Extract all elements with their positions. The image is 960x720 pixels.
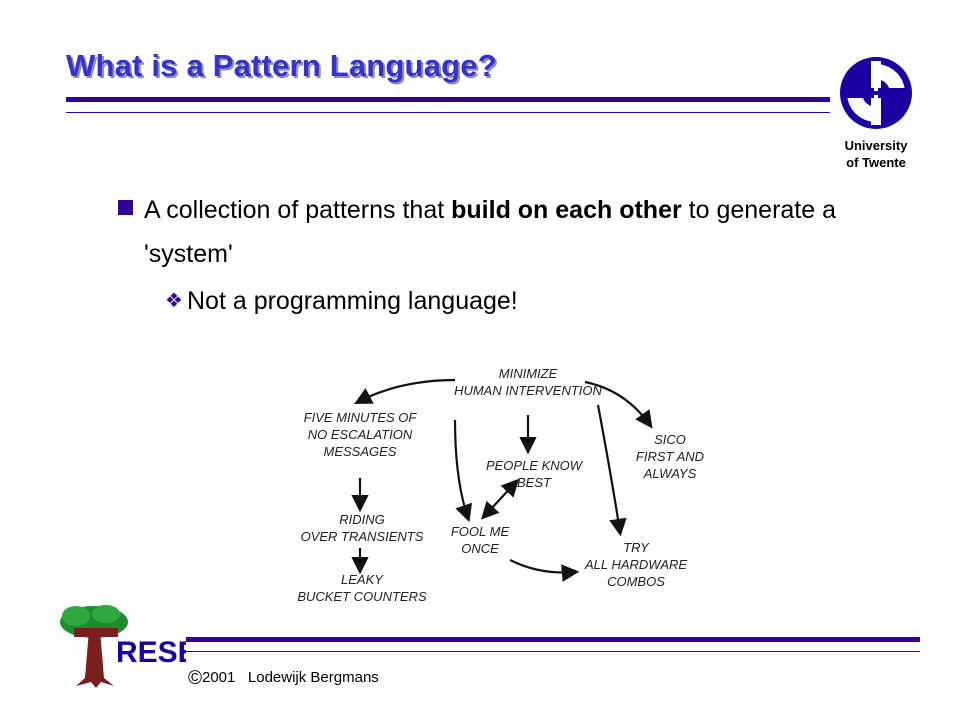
trese-wordmark: RESE [116, 636, 186, 669]
diagram-node-line: FIVE MINUTES OF [304, 410, 418, 425]
diagram-node-line: FOOL ME [451, 524, 510, 539]
diagram-node-line: TRY [623, 540, 650, 555]
arrow-fool-to-try [509, 559, 580, 582]
diagram-node-minimize: MINIMIZE HUMAN INTERVENTION [454, 366, 602, 398]
bullet-pattern-language: A collection of patterns that build on e… [118, 188, 838, 276]
diagram-node-line: RIDING [339, 512, 385, 527]
footer-author: Lodewijk Bergmans [247, 669, 379, 686]
arrow-minimize-to-try [596, 404, 627, 537]
footer-year: 2001 [202, 669, 236, 686]
diagram-node-line: PEOPLE KNOW [486, 458, 584, 473]
title-rule-thick [66, 97, 830, 102]
diagram-node-people: PEOPLE KNOW BEST [486, 458, 584, 490]
copyright-symbol: © [188, 668, 202, 689]
diagram-node-try: TRY ALL HARDWARE COMBOS [584, 540, 687, 589]
diamond-bullet-icon: ❖ [165, 290, 183, 312]
square-bullet-icon [118, 200, 133, 215]
diagram-node-line: NO ESCALATION [308, 427, 413, 442]
title-rule-thin [66, 112, 830, 113]
diagram-node-leaky: LEAKY BUCKET COUNTERS [297, 572, 427, 604]
diagram-node-sico: SICO FIRST AND ALWAYS [636, 432, 704, 481]
diagram-node-line: BEST [517, 475, 552, 490]
diagram-node-line: FIRST AND [636, 449, 704, 464]
diagram-node-line: BUCKET COUNTERS [297, 589, 427, 604]
diagram-node-line: OVER TRANSIENTS [301, 529, 424, 544]
sub-bullet-not-programming: ❖Not a programming language! [165, 284, 518, 318]
university-name: University of Twente [844, 138, 908, 170]
slide-title: What is a Pattern Language? [66, 48, 497, 83]
arrow-minimize-to-fool [453, 419, 473, 523]
trese-logo: RESE [60, 605, 186, 688]
diagram-node-riding: RIDING OVER TRANSIENTS [301, 512, 424, 544]
diagram-node-line: ONCE [461, 541, 499, 556]
arrow-fool-people [481, 478, 519, 520]
diagram-node-line: ALL HARDWARE [584, 557, 687, 572]
arrow-minimize-to-five [354, 378, 456, 405]
bullet-text: A collection of patterns that build on e… [144, 196, 837, 268]
footer-rule-thin [186, 651, 920, 652]
diagram-node-line: HUMAN INTERVENTION [454, 383, 602, 398]
footer-rule-thick [186, 637, 920, 642]
university-twente-logo-icon [840, 57, 912, 129]
pattern-language-diagram: MINIMIZE HUMAN INTERVENTION FIVE MINUTES O… [297, 366, 704, 604]
tree-icon [60, 605, 128, 688]
diagram-node-line: MESSAGES [324, 444, 397, 459]
diagram-node-line: LEAKY [341, 572, 384, 587]
arrow-minimize-to-sico [584, 380, 653, 429]
footer-copyright: ©2001 Lodewijk Bergmans [188, 668, 379, 690]
diagram-node-line: MINIMIZE [499, 366, 558, 381]
diagram-node-fool: FOOL ME ONCE [451, 524, 510, 556]
diagram-node-line: ALWAYS [643, 466, 697, 481]
diagram-node-five: FIVE MINUTES OF NO ESCALATION MESSAGES [304, 410, 418, 459]
diagram-node-line: SICO [654, 432, 686, 447]
diagram-node-line: COMBOS [607, 574, 665, 589]
